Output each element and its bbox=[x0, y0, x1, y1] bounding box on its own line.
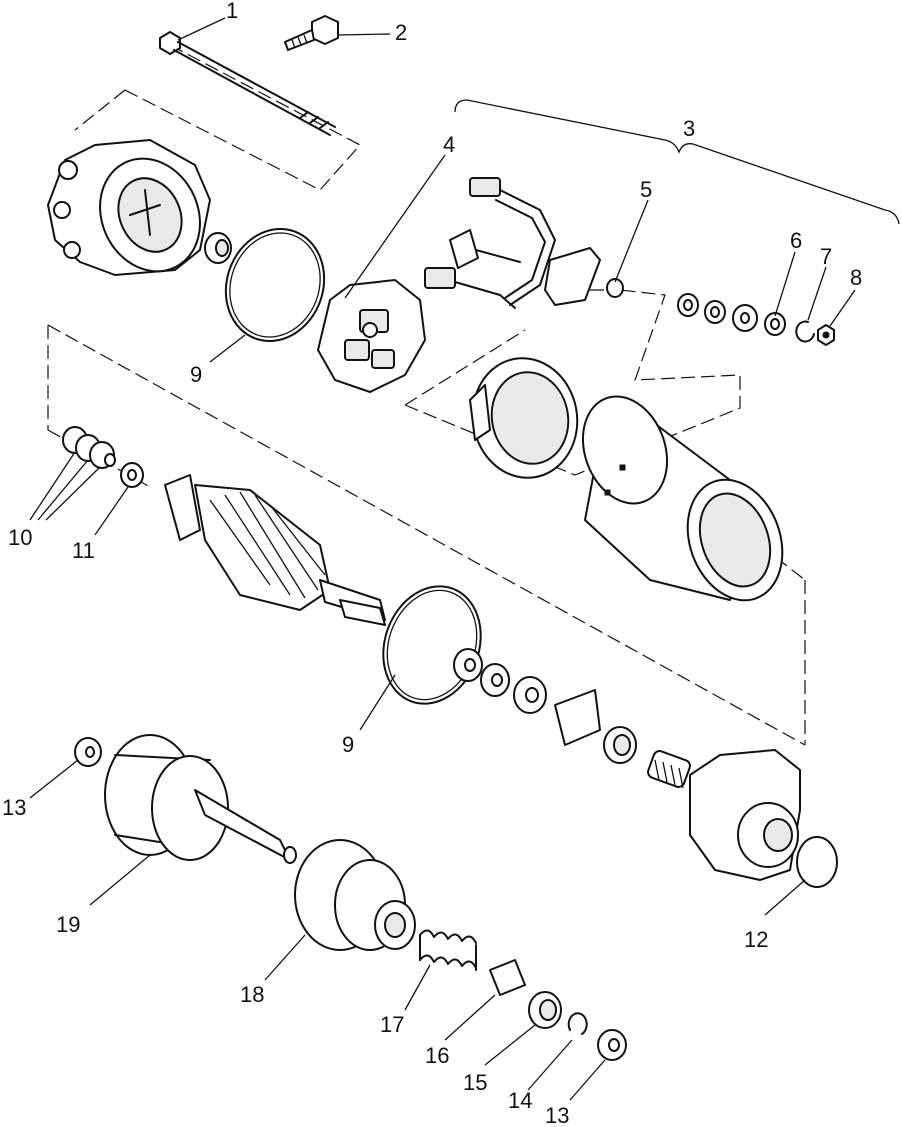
clutch-gear-assembly bbox=[104, 734, 297, 864]
callout-8: 8 bbox=[850, 265, 862, 290]
callout-13-right: 13 bbox=[545, 1103, 569, 1127]
alignment-lines bbox=[47, 44, 806, 746]
o-ring-lower bbox=[382, 585, 482, 705]
brush-holder-ring bbox=[469, 357, 579, 479]
callout-4: 4 bbox=[443, 132, 455, 157]
o-ring-right bbox=[796, 836, 838, 888]
washer-left bbox=[74, 737, 102, 767]
spring bbox=[419, 929, 477, 971]
short-screw bbox=[284, 15, 339, 51]
callout-13-left: 13 bbox=[2, 795, 26, 820]
callout-5: 5 bbox=[640, 177, 652, 202]
brush-plate bbox=[317, 279, 426, 393]
callout-18: 18 bbox=[240, 982, 264, 1007]
yoke-housing bbox=[581, 395, 784, 602]
drive-washers bbox=[453, 648, 691, 789]
through-bolt bbox=[159, 31, 336, 136]
callout-10: 10 bbox=[8, 525, 32, 550]
armature bbox=[164, 474, 386, 626]
brush-holder-assembly bbox=[424, 177, 601, 309]
callout-6: 6 bbox=[790, 228, 802, 253]
callout-17: 17 bbox=[380, 1012, 404, 1037]
callout-3: 3 bbox=[683, 116, 695, 141]
callout-9-lower: 9 bbox=[342, 732, 354, 757]
washer-stack bbox=[677, 293, 835, 346]
callout-1: 1 bbox=[226, 0, 238, 23]
callout-15: 15 bbox=[463, 1070, 487, 1095]
callout-19: 19 bbox=[56, 912, 80, 937]
o-ring-upper bbox=[224, 227, 326, 343]
rear-end-cover bbox=[47, 139, 232, 276]
callout-7: 7 bbox=[820, 244, 832, 269]
callout-12: 12 bbox=[744, 927, 768, 952]
callout-leaders bbox=[29, 17, 900, 1101]
callout-9-upper: 9 bbox=[190, 362, 202, 387]
front-housing bbox=[689, 749, 801, 881]
callout-11: 11 bbox=[72, 538, 95, 563]
callout-16: 16 bbox=[425, 1043, 449, 1068]
pinion-clutch bbox=[294, 839, 416, 951]
retainer-parts bbox=[489, 959, 627, 1061]
callout-2: 2 bbox=[395, 20, 407, 45]
callout-14: 14 bbox=[508, 1088, 532, 1113]
small-ring bbox=[606, 278, 624, 298]
thrust-washers bbox=[62, 426, 144, 488]
callout-labels: 1 2 3 4 5 6 7 8 9 10 11 9 13 19 12 18 17… bbox=[2, 0, 862, 1127]
